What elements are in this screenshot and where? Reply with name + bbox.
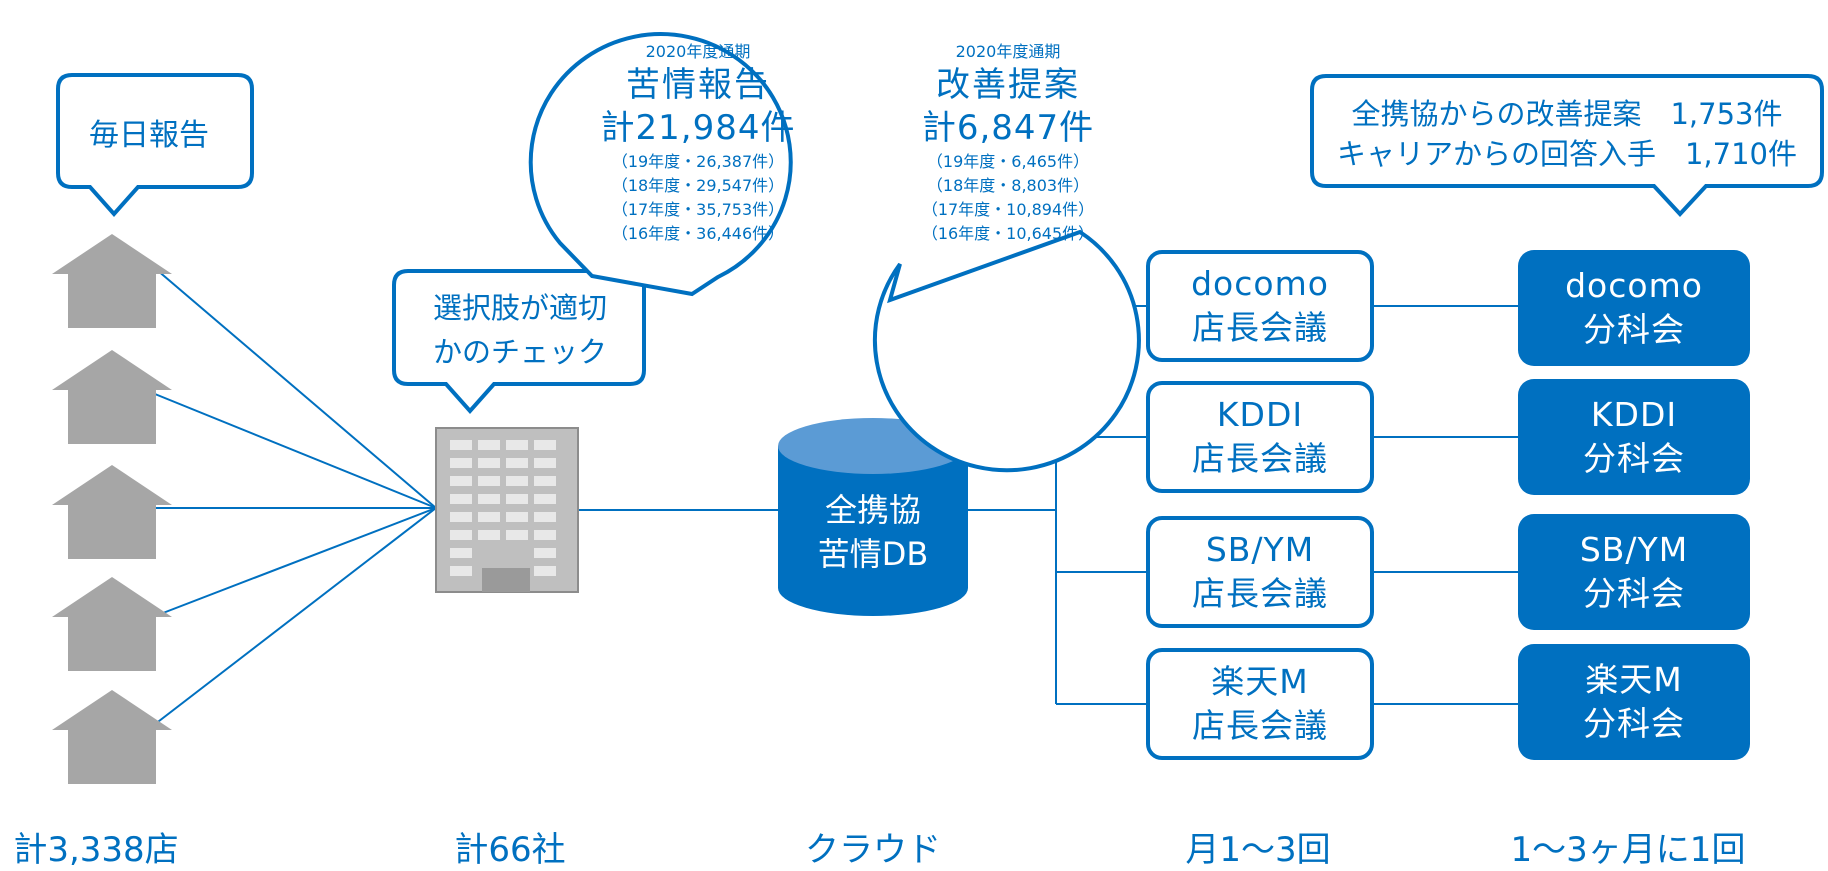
- proposal-stats-line1: 全携協からの改善提案 1,753件: [1351, 97, 1783, 131]
- subcommittee-carrier-name: docomo: [1565, 266, 1703, 305]
- improvements-total: 計6,847件: [921, 108, 1095, 148]
- subcommittee-box-rakuten: 楽天M 分科会: [1518, 644, 1750, 760]
- meeting-carrier-name: docomo: [1191, 264, 1329, 303]
- meeting-box-docomo: docomo 店長会議: [1146, 250, 1374, 362]
- meeting-carrier-name: 楽天M: [1211, 662, 1309, 701]
- store-house-icon: [52, 690, 172, 784]
- subcommittee-box-docomo: docomo 分科会: [1518, 250, 1750, 366]
- complaints-history-17: （17年度・35,753件）: [611, 200, 785, 219]
- store-house-icon: [52, 465, 172, 559]
- complaints-speech-bubble: [528, 32, 793, 297]
- proposal-stats-line2: キャリアからの回答入手 1,710件: [1336, 137, 1798, 171]
- database-label-line2: 苦情DB: [817, 535, 929, 573]
- database-label: 全携協 苦情DB: [778, 488, 968, 576]
- subcommittee-label: 分科会: [1583, 439, 1685, 478]
- improvements-period: 2020年度通期: [955, 42, 1061, 61]
- subcommittee-label: 分科会: [1583, 704, 1685, 743]
- improvements-history-19: （19年度・6,465件）: [926, 152, 1090, 171]
- daily-report-label: 毎日報告: [89, 118, 209, 153]
- improvements-title: 改善提案: [936, 65, 1080, 105]
- improvements-history-17: （17年度・10,894件）: [921, 200, 1095, 219]
- subcommittee-carrier-name: KDDI: [1590, 395, 1678, 434]
- complaints-period: 2020年度通期: [645, 42, 751, 61]
- complaints-bubble-text: 2020年度通期 苦情報告 計21,984件 （19年度・26,387件） （1…: [568, 40, 828, 246]
- subcommittee-carrier-name: 楽天M: [1585, 660, 1683, 699]
- store-house-icon: [52, 577, 172, 671]
- meeting-label: 店長会議: [1192, 308, 1328, 347]
- meeting-box-rakuten: 楽天M 店長会議: [1146, 648, 1374, 760]
- meeting-frequency-label: 月1～3回: [1185, 830, 1331, 870]
- complaints-history-16: （16年度・36,446件）: [611, 224, 785, 243]
- meeting-label: 店長会議: [1192, 439, 1328, 478]
- store-house-icon: [52, 350, 172, 444]
- cloud-label: クラウド: [805, 830, 941, 870]
- meeting-label: 店長会議: [1192, 574, 1328, 613]
- meeting-carrier-name: SB/YM: [1205, 530, 1315, 569]
- complaints-title: 苦情報告: [626, 65, 770, 105]
- meeting-box-kddi: KDDI 店長会議: [1146, 381, 1374, 493]
- improvements-speech-bubble: [872, 229, 1141, 473]
- store-connector-lines: [149, 263, 1518, 729]
- meeting-carrier-name: KDDI: [1216, 395, 1304, 434]
- daily-report-callout-shape: [56, 73, 254, 218]
- office-building-icon: [435, 427, 579, 593]
- store-houses: [52, 234, 172, 784]
- subcommittee-label: 分科会: [1583, 574, 1685, 613]
- complaints-history-18: （18年度・29,547件）: [611, 176, 785, 195]
- selection-check-line2: かのチェック: [432, 335, 607, 369]
- improvements-history-16: （16年度・10,645件）: [921, 224, 1095, 243]
- improvements-bubble-text: 2020年度通期 改善提案 計6,847件 （19年度・6,465件） （18年…: [878, 40, 1138, 246]
- selection-check-line1: 選択肢が適切: [432, 291, 607, 325]
- stores-total-label: 計3,338店: [13, 830, 179, 870]
- complaints-total: 計21,984件: [600, 108, 796, 148]
- subcommittee-carrier-name: SB/YM: [1579, 530, 1689, 569]
- companies-total-label: 計66社: [454, 830, 566, 870]
- proposal-stats-label: 全携協からの改善提案 1,753件 キャリアからの回答入手 1,710件: [1316, 94, 1818, 174]
- complaints-history-19: （19年度・26,387件）: [611, 152, 785, 171]
- meeting-box-sbym: SB/YM 店長会議: [1146, 516, 1374, 628]
- proposals-callout-shape: [1310, 74, 1824, 217]
- subcommittee-label: 分科会: [1583, 310, 1685, 349]
- selection-check-label: 選択肢が適切 かのチェック: [400, 286, 640, 374]
- meeting-label: 店長会議: [1192, 706, 1328, 745]
- subcommittee-box-sbym: SB/YM 分科会: [1518, 514, 1750, 630]
- subcommittee-frequency-label: 1～3ヶ月に1回: [1510, 830, 1746, 870]
- improvements-history-18: （18年度・8,803件）: [926, 176, 1090, 195]
- database-label-line1: 全携協: [824, 491, 921, 529]
- store-house-icon: [52, 234, 172, 328]
- subcommittee-box-kddi: KDDI 分科会: [1518, 379, 1750, 495]
